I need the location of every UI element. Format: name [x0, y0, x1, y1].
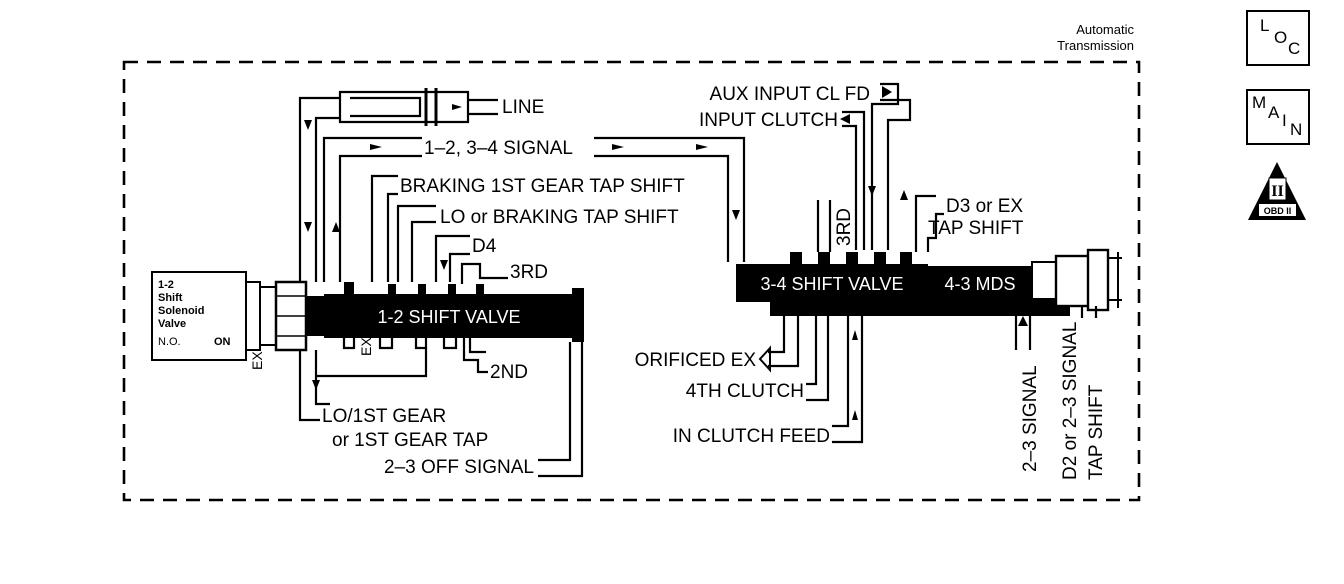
shift-valve-1-2[interactable]: 1-2 SHIFT VALVE: [324, 282, 584, 342]
solenoid-valve[interactable]: 1-2 Shift Solenoid Valve N.O. ON: [151, 271, 324, 361]
solenoid-line5: N.O.: [158, 336, 181, 348]
label-in-clutch-feed: IN CLUTCH FEED: [673, 426, 830, 447]
supply-pipe-left: [298, 96, 340, 282]
solenoid-line4: Valve: [158, 318, 186, 330]
orificed-ex-pipe: [768, 316, 800, 368]
label-line: LINE: [502, 97, 544, 118]
obd-numeral: II: [1271, 183, 1283, 200]
main-letter-n: N: [1290, 120, 1303, 139]
header-title-line2: Transmission: [1057, 38, 1134, 53]
label-lo-braking: LO or BRAKING TAP SHIFT: [440, 207, 679, 228]
loc-icon[interactable]: L O C: [1246, 10, 1310, 66]
label-d2-line1: D2 or 2–3 SIGNAL: [1060, 322, 1081, 480]
signal-23-pipe: [1014, 316, 1032, 350]
loc-letter-o: O: [1274, 28, 1288, 47]
solenoid-line2: Shift: [158, 292, 183, 304]
label-lo-1st-line1: LO/1ST GEAR: [322, 406, 446, 427]
loc-letter-l: L: [1260, 16, 1270, 35]
line-pressure-valve[interactable]: [338, 88, 498, 126]
main-letter-m: M: [1252, 93, 1267, 112]
label-d3-line2: TAP SHIFT: [928, 218, 1024, 239]
label-23-off-signal: 2–3 OFF SIGNAL: [384, 457, 534, 478]
label-aux-input: AUX INPUT CL FD: [710, 84, 870, 105]
shift-valve-1-2-label: 1-2 SHIFT VALVE: [377, 307, 520, 327]
label-input-clutch: INPUT CLUTCH: [699, 110, 838, 131]
label-signal-12-34: 1–2, 3–4 SIGNAL: [424, 138, 573, 159]
d2-signal-pipe: [1080, 306, 1098, 318]
label-3rd-left: 3RD: [510, 262, 548, 283]
solenoid-line1: 1-2: [158, 279, 174, 291]
fourth-clutch-pipe: [806, 316, 830, 402]
label-braking-1st: BRAKING 1ST GEAR TAP SHIFT: [400, 176, 685, 197]
label-d2-line2: TAP SHIFT: [1086, 384, 1107, 480]
solenoid-line3: Solenoid: [158, 305, 204, 317]
label-lo-1st-line2: or 1ST GEAR TAP: [332, 430, 488, 451]
label-3rd-right: 3RD: [834, 208, 855, 246]
shift-valve-3-4[interactable]: 3-4 SHIFT VALVE: [736, 252, 928, 302]
label-d4: D4: [472, 236, 497, 257]
obd-ii-icon[interactable]: II OBD II: [1248, 162, 1306, 220]
main-letter-a: A: [1268, 103, 1280, 122]
ex-left-label: EX: [358, 337, 374, 356]
solenoid-state: ON: [214, 336, 231, 348]
header-title-line1: Automatic: [1076, 22, 1134, 37]
obd-label: OBD II: [1264, 206, 1292, 216]
solenoid-ex-label: EX: [249, 351, 265, 370]
label-4th-clutch: 4TH CLUTCH: [686, 381, 804, 402]
label-23-signal: 2–3 SIGNAL: [1020, 365, 1041, 472]
in-clutch-feed-pipe: [832, 316, 864, 444]
main-icon[interactable]: M A I N: [1246, 89, 1310, 145]
aux-input-pipe: [870, 82, 900, 250]
label-d3-line1: D3 or EX: [946, 196, 1023, 217]
shift-valve-3-4-label: 3-4 SHIFT VALVE: [760, 274, 903, 294]
label-2nd: 2ND: [490, 362, 528, 383]
main-letter-i: I: [1282, 111, 1287, 130]
signal-12-34-pipe: [322, 136, 422, 282]
label-orificed-ex: ORIFICED EX: [635, 350, 757, 371]
transmission-boundary: [122, 60, 1141, 502]
mds-4-3-label: 4-3 MDS: [944, 274, 1015, 294]
loc-letter-c: C: [1288, 39, 1301, 58]
